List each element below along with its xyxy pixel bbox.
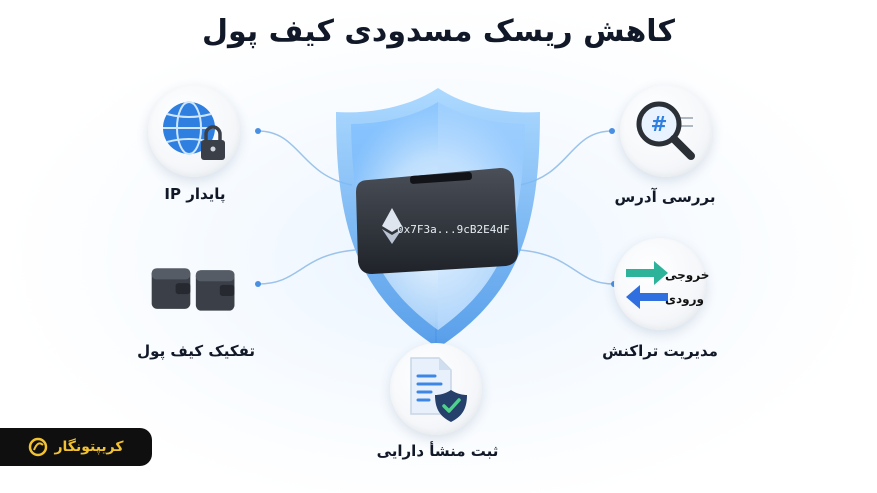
magnifier-hash-icon: # — [636, 101, 695, 160]
connector-ip — [257, 130, 353, 186]
ip-label: پایدار IP — [164, 185, 226, 203]
svg-text:#: # — [651, 112, 668, 136]
two-wallets-icon — [151, 268, 235, 311]
origin-label: ثبت منشأ دارایی — [376, 442, 499, 460]
brand-badge: کریپتونگار — [0, 428, 152, 466]
tx-manage-label: مدیریت تراکنش — [602, 342, 718, 360]
wallet-address: 0x7F3a...9cB2E4dF — [397, 223, 510, 236]
origin-circle — [390, 343, 482, 435]
brand-logo-icon — [29, 437, 48, 457]
ip-circle — [148, 85, 240, 177]
connector-split — [257, 249, 356, 285]
page-title: کاهش ریسک مسدودی کیف پول — [202, 14, 675, 49]
connector-tx — [519, 249, 615, 285]
wallet-split-circle — [148, 238, 240, 330]
wallet-split-label: تفکیک کیف پول — [137, 342, 255, 360]
brand-name: کریپتونگار — [54, 439, 124, 455]
in-label: ورودی — [665, 292, 704, 306]
document-shield-icon — [410, 357, 467, 422]
globe-lock-icon — [163, 101, 225, 160]
in-out-arrows-icon — [626, 261, 668, 309]
hardware-wallet-icon — [356, 168, 518, 274]
out-label: خروجی — [665, 268, 710, 282]
tx-circle — [614, 238, 706, 330]
address-circle: # — [620, 85, 712, 177]
address-check-label: بررسی آدرس — [614, 188, 716, 206]
